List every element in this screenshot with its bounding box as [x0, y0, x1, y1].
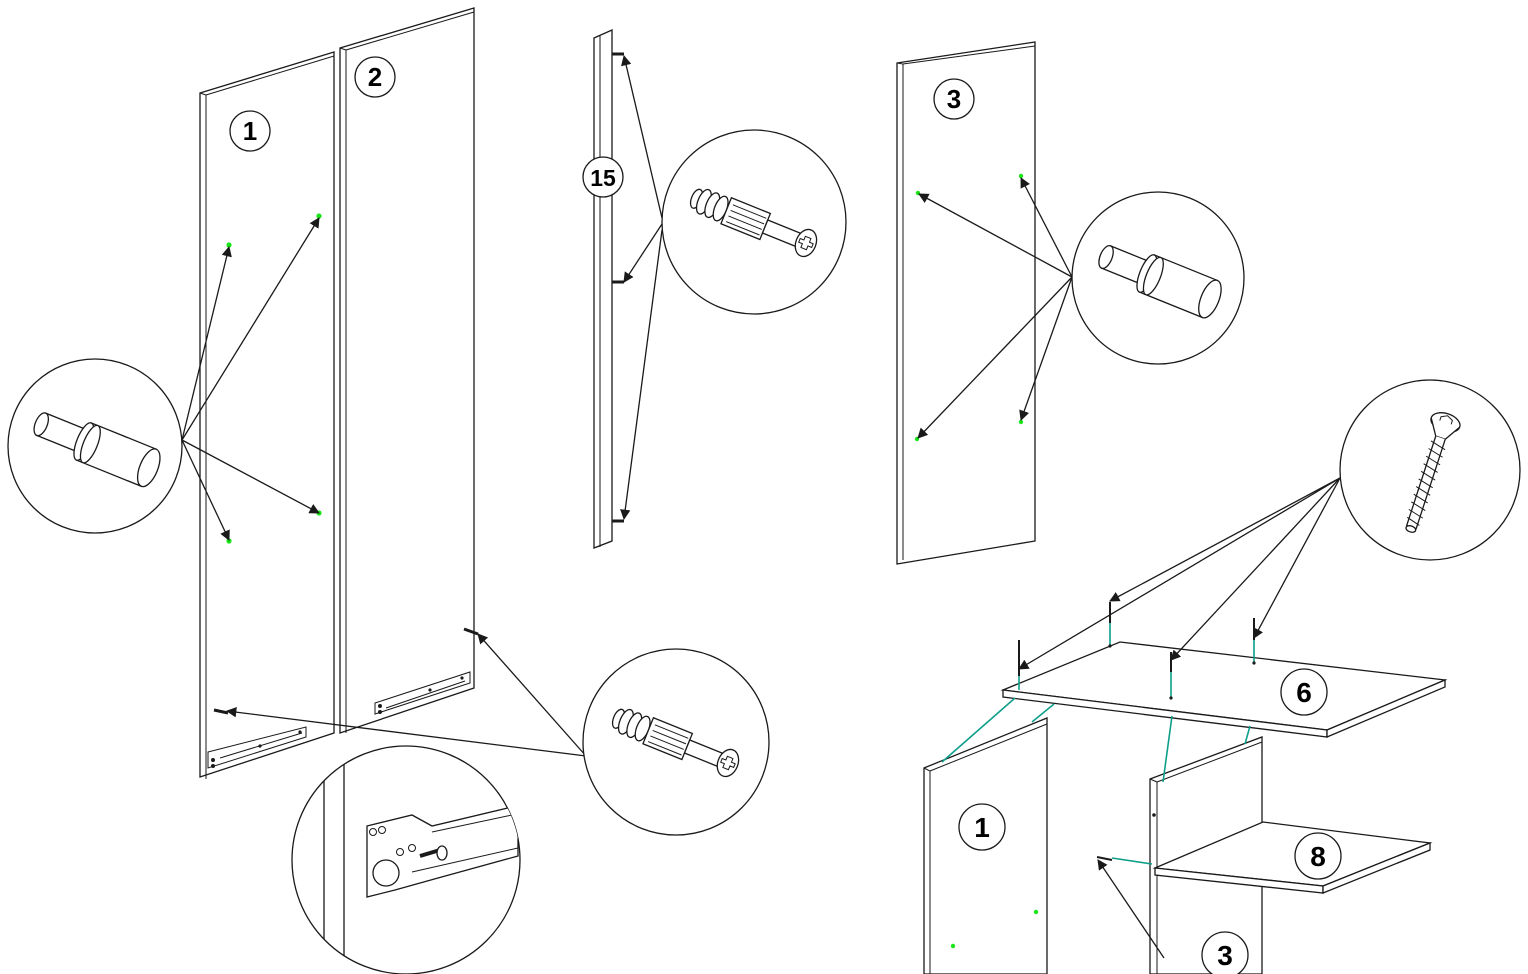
part-badge-3-label: 3: [947, 84, 961, 114]
panel-3: [896, 41, 1036, 565]
wooden-dowel-icon: [1098, 245, 1222, 319]
part-badge-8-label: 8: [1310, 841, 1326, 872]
drawer-runner-detail-callout: [291, 745, 521, 974]
drawer-runner-icon: [323, 746, 519, 974]
part-badge-2-label: 2: [368, 62, 382, 92]
vertical-rail-15: [593, 28, 624, 549]
part-badge-15: 15: [582, 156, 624, 198]
part-badge-6: 6: [1280, 668, 1328, 716]
cam-bolt-callout-top: [661, 129, 847, 315]
wooden-dowel-callout-left: [7, 358, 183, 534]
wooden-dowel-callout-right: [1071, 191, 1245, 365]
assembly-badge-3-label: 3: [1217, 940, 1233, 971]
side-panel-1: [199, 51, 335, 779]
guide-lines: [941, 623, 1255, 865]
drawer-runner-panel-2: [374, 671, 471, 715]
part-badge-1-label: 1: [243, 116, 257, 146]
part-badge-3: 3: [933, 78, 975, 120]
assembly-badge-1-label: 1: [974, 812, 990, 843]
small-screw-icon: [419, 845, 448, 861]
assembly-badge-3: 3: [1201, 931, 1249, 974]
pointer-arrows: [181, 54, 1341, 959]
cam-bolt-callout-bottom: [582, 648, 770, 836]
cam-bolt-icon: [611, 708, 740, 778]
hole-markers: [226, 173, 1039, 949]
part-badge-1: 1: [229, 110, 271, 152]
confirmat-screw-icon: [1405, 412, 1461, 533]
part-badge-8: 8: [1294, 832, 1342, 880]
screw-holes-top: [1108, 644, 1256, 700]
part-badge-2: 2: [354, 56, 396, 98]
wooden-dowel-icon: [33, 412, 161, 488]
confirmat-screw-callout: [1339, 379, 1521, 561]
side-panel-2: [339, 7, 479, 734]
cam-bolt-icon: [689, 188, 818, 258]
part-badge-6-label: 6: [1296, 677, 1312, 708]
part-badge-15-label: 15: [590, 165, 616, 191]
drawer-runner-panel-1: [207, 726, 307, 769]
shelf-8: [1152, 821, 1433, 894]
assembly-badge-1: 1: [958, 803, 1006, 851]
top-panel-6: [1000, 641, 1448, 738]
